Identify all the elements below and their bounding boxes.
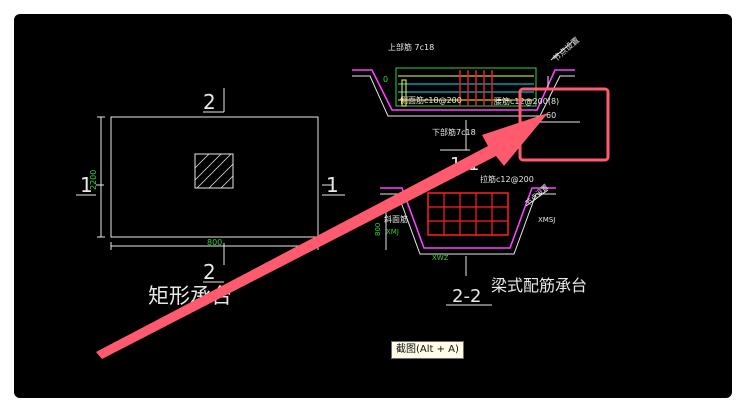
section-2-2-label: 2-2 (452, 286, 481, 307)
rect-cap-outline (110, 116, 319, 238)
pile-square (194, 153, 234, 189)
screenshot-tooltip: 截图(Alt + A) (391, 341, 464, 359)
dim-800-label: 800 (374, 223, 382, 236)
section-2-bottom-label: 2 (203, 260, 216, 284)
waist-rebar-label: 腰筋c12@200(8) (494, 96, 559, 106)
side-rebar-label: 侧面筋c18@200 (400, 95, 462, 105)
slope-rebar-label: 斜面筋 (384, 214, 408, 224)
dim-height-text: 2200 (89, 170, 98, 190)
top-rebar-label: 上部筋 7c18 (388, 42, 434, 52)
annotation-arrow (96, 113, 548, 359)
xwz-label: XWZ (432, 254, 449, 262)
dim-width-text: 800 (207, 238, 222, 247)
section-2-top-label: 2 (203, 90, 216, 114)
note-top-label: 节点设置 (551, 35, 581, 64)
section-2-2-drawing (380, 187, 556, 306)
beam-cap-title: 梁式配筋承台 (491, 276, 587, 295)
dim-0-label: 0 (383, 75, 388, 84)
tie-rebar-label: 拉筋c12@200 (480, 174, 534, 184)
section-1-left-label: 1 (80, 173, 93, 197)
pile-hatch (194, 153, 234, 189)
dim-60-label: 60 (546, 111, 556, 120)
xmj-left-label: XMJ (386, 228, 399, 236)
bottom-rebar-label: 下部筋7c18 (432, 127, 476, 137)
section-1-right-label: 1 (326, 173, 339, 197)
note-bottom-label: 节点设置 (523, 182, 550, 207)
section-1-1-drawing (352, 41, 580, 151)
rect-cap-drawing (76, 88, 345, 283)
xmj-right-label: XMSJ (538, 216, 555, 224)
